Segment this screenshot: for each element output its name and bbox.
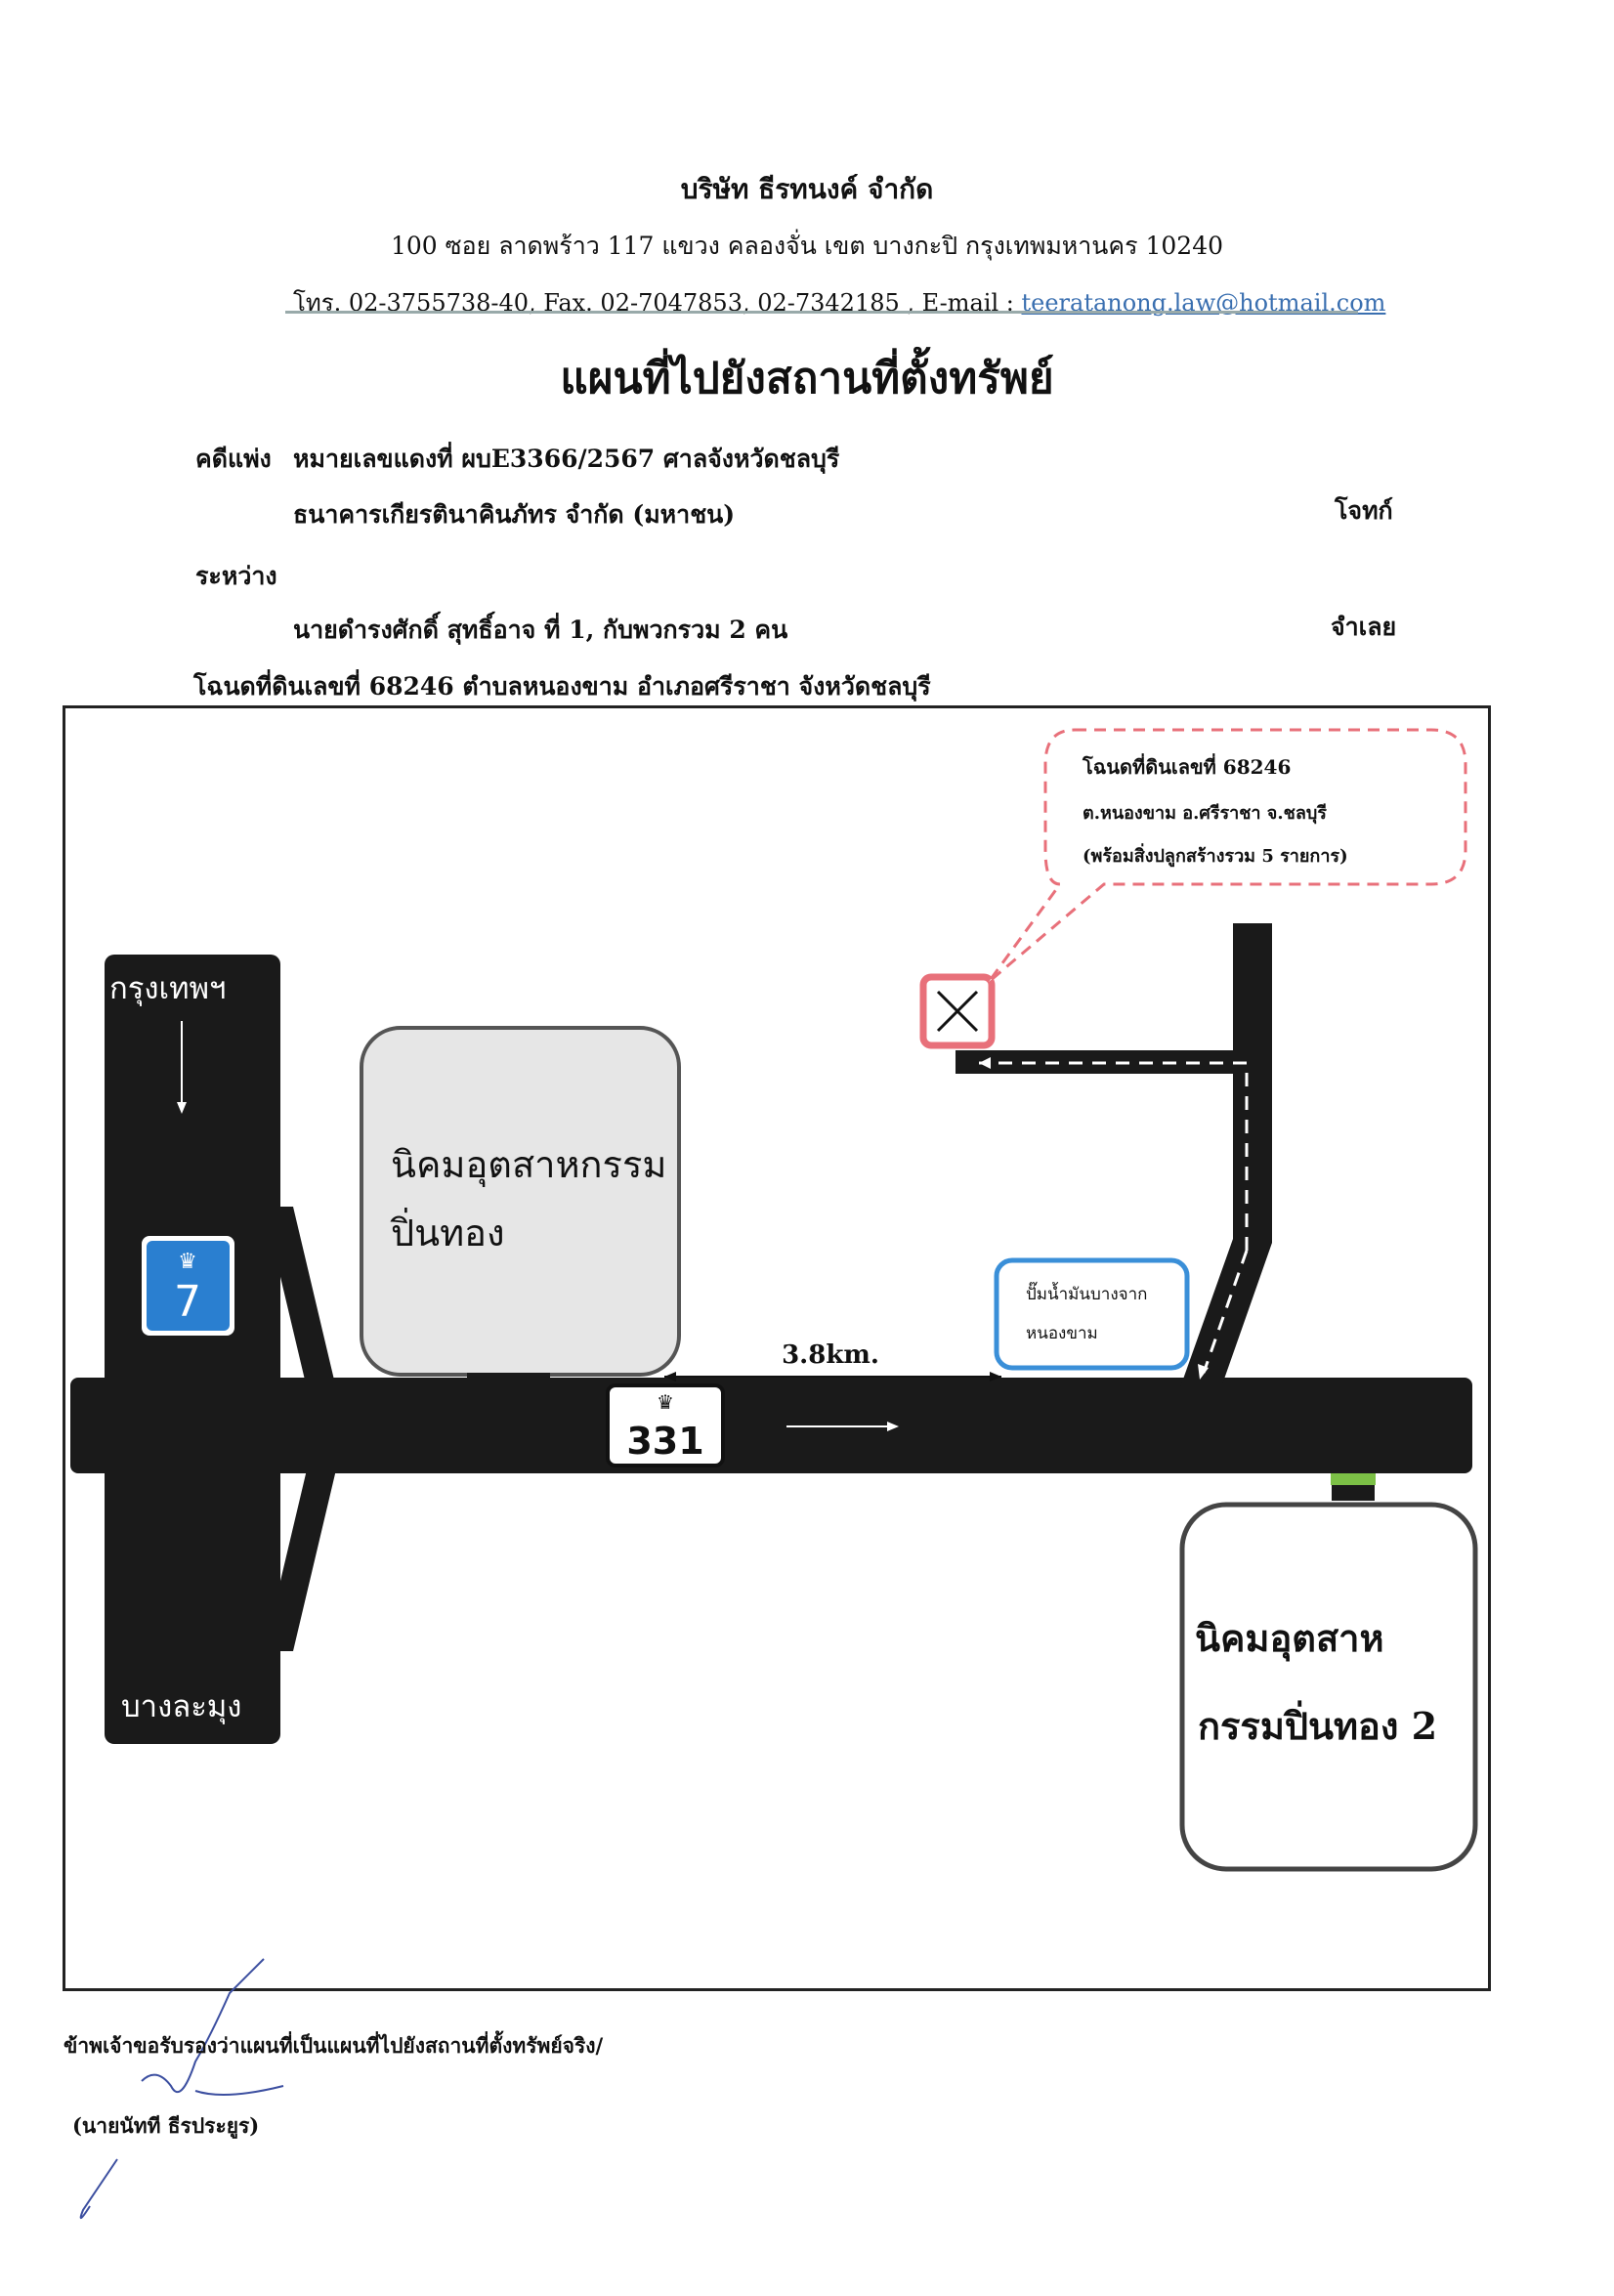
- plaintiff-name: ธนาคารเกียรตินาคินภัทร จำกัด (มหาชน): [293, 500, 736, 529]
- map-frame: [63, 705, 1491, 1991]
- highway-331-road: [70, 1378, 1472, 1473]
- cross-icon: [936, 990, 979, 1033]
- case-type-label: คดีแพ่ง: [195, 445, 272, 473]
- road-label-bangkok: กรุงเทพฯ: [109, 971, 226, 1007]
- callout-location: ต.หนองขาม อ.ศรีราชา จ.ชลบุรี: [1083, 803, 1327, 825]
- highway-331-sign: [606, 1383, 725, 1467]
- distance-arrow-left-icon: [664, 1372, 676, 1382]
- signer-name: (นายนัทที ธีรประยูร): [72, 2113, 260, 2138]
- highway-7-sign: [147, 1241, 230, 1331]
- distance-arrow-right-icon: [990, 1372, 1001, 1382]
- industrial-estate-pinthong: [360, 1026, 681, 1377]
- signature-icon: [79, 1958, 284, 2219]
- between-label: ระหว่าง: [195, 562, 277, 590]
- highway-7-number: 7: [174, 1277, 201, 1327]
- estate-gate: [467, 1373, 550, 1384]
- distance-label: 3.8km.: [782, 1340, 879, 1370]
- property-callout: [987, 728, 1467, 984]
- route-arrow-icon: [979, 1057, 991, 1069]
- gas-station-bangchak: [994, 1257, 1190, 1371]
- route-line: [979, 1061, 1249, 1251]
- gas-station-line1: ปั๊มน้ำมันบางจาก: [1026, 1281, 1147, 1304]
- royal-emblem-icon: ♛: [657, 1390, 674, 1414]
- company-address: 100 ซอย ลาดพร้าว 117 แขวง คลองจั่น เขต บ…: [390, 232, 1224, 260]
- deed-description: โฉนดที่ดินเลขที่ 68246 ตำบลหนองขาม อำเภอ…: [193, 672, 931, 701]
- gas-station-line2: หนองขาม: [1026, 1324, 1098, 1343]
- east-arrow-head-icon: [887, 1422, 899, 1431]
- connector-road-upper: [264, 1207, 337, 1392]
- callout-buildings: (พร้อมสิ่งปลูกสร้างรวม 5 รายการ): [1083, 843, 1348, 868]
- callout-deed-number: โฉนดที่ดินเลขที่ 68246: [1082, 752, 1291, 779]
- certification-statement: ข้าพเจ้าขอรับรองว่าแผนที่เป็นแผนที่ไปยัง…: [64, 2033, 604, 2058]
- road-label-banglamung: บางละมุง: [121, 1689, 241, 1725]
- estate-1-name-line2: ปิ่นทอง: [390, 1208, 504, 1254]
- document-title: แผนที่ไปยังสถานที่ตั้งทรัพย์: [560, 354, 1054, 404]
- defendant-role: จำเลย: [1331, 613, 1397, 641]
- royal-emblem-icon: ♛: [178, 1250, 197, 1274]
- case-number: หมายเลขแดงที่ ผบE3366/2567 ศาลจังหวัดชลบ…: [293, 445, 840, 473]
- route-arrow-icon: [1198, 1364, 1209, 1380]
- south-arrow-head-icon: [177, 1102, 187, 1114]
- side-road-vertical: [1180, 923, 1272, 1387]
- connector-road-lower: [264, 1466, 337, 1651]
- highway-7-road: [105, 955, 280, 1744]
- plaintiff-role: โจทก์: [1335, 496, 1393, 525]
- header-divider: [285, 311, 1358, 314]
- company-name: บริษัท ธีรทนงค์ จำกัด: [680, 173, 934, 205]
- defendant-name: นายดำรงศักดิ์ สุทธิ์อาจ ที่ 1, กับพวกรวม…: [293, 616, 788, 644]
- estate-1-name-line1: นิคมอุตสาหกรรม: [391, 1143, 666, 1187]
- estate-2-name-line2: กรรมปิ่นทอง 2: [1198, 1700, 1437, 1748]
- estate-2-gate: [1331, 1473, 1376, 1485]
- industrial-estate-pinthong-2: [1179, 1502, 1478, 1872]
- highway-331-number: 331: [626, 1420, 703, 1463]
- estate-2-name-line1: นิคมอุตสาห: [1195, 1616, 1384, 1662]
